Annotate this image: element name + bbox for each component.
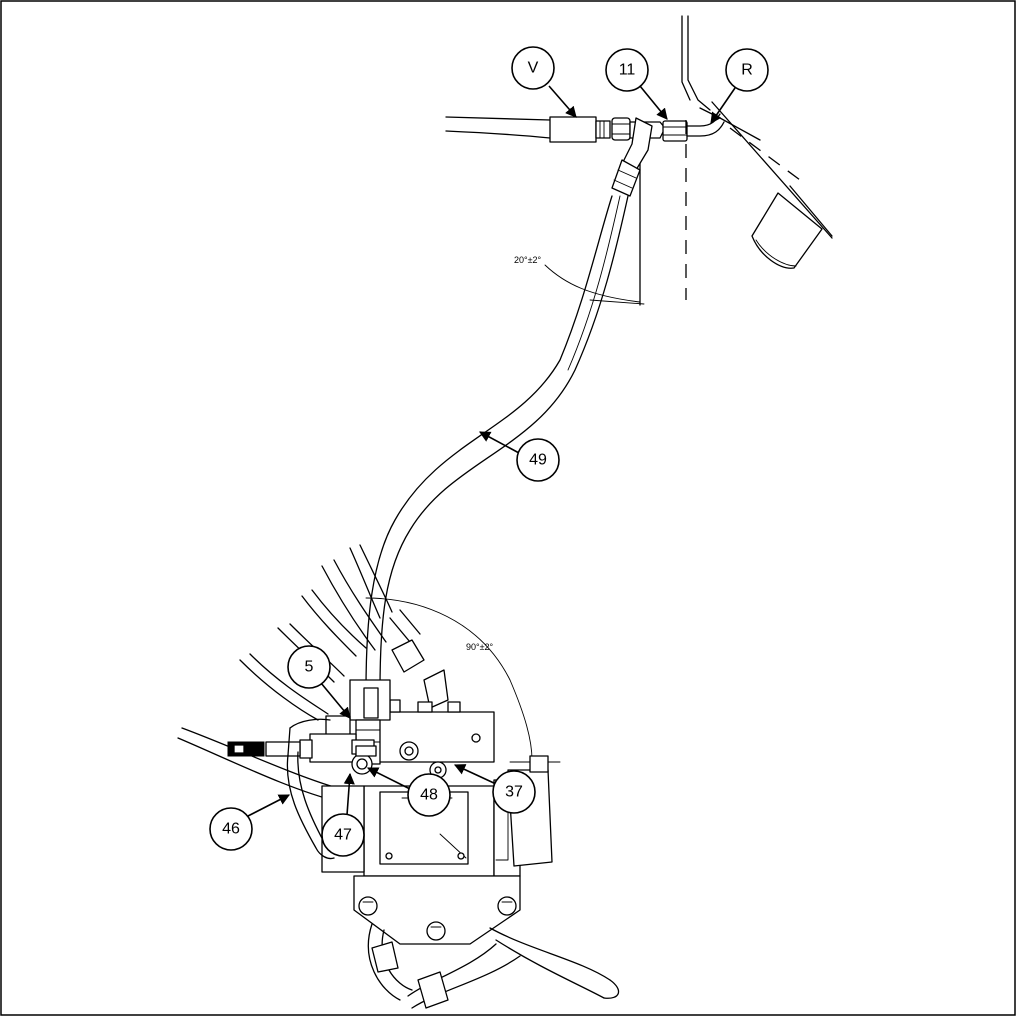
elbow-fitting-top bbox=[611, 117, 653, 197]
callout-11: 11 bbox=[605, 48, 668, 120]
callout-5-label: 5 bbox=[305, 659, 314, 676]
solenoid-connector bbox=[227, 715, 375, 860]
callout-48-label: 48 bbox=[420, 787, 438, 804]
callout-r: R bbox=[710, 48, 769, 124]
tank-wall bbox=[639, 15, 711, 306]
callout-37: 37 bbox=[453, 764, 536, 814]
angle-label-bottom: 90°±2° bbox=[466, 642, 494, 652]
callout-v: V bbox=[511, 46, 577, 118]
callout-48: 48 bbox=[366, 767, 451, 817]
filter-canister bbox=[699, 101, 833, 269]
callout-5: 5 bbox=[287, 645, 351, 719]
upper-hose-connection bbox=[445, 113, 725, 143]
angle-label-top: 20°±2° bbox=[514, 255, 542, 265]
callout-46: 46 bbox=[209, 794, 290, 851]
callout-37-label: 37 bbox=[505, 784, 523, 801]
callout-49-label: 49 bbox=[529, 452, 547, 469]
callout-v-label: V bbox=[528, 60, 539, 77]
callout-r-label: R bbox=[741, 62, 753, 79]
callout-47-label: 47 bbox=[334, 827, 352, 844]
background-hoses bbox=[177, 544, 449, 803]
callout-47: 47 bbox=[321, 772, 365, 857]
callout-46-label: 46 bbox=[222, 821, 240, 838]
valve-block bbox=[321, 679, 620, 1009]
angle-dimension-top: 20°±2° bbox=[514, 255, 645, 305]
callout-11-label: 11 bbox=[619, 62, 636, 79]
callout-49: 49 bbox=[479, 431, 560, 482]
